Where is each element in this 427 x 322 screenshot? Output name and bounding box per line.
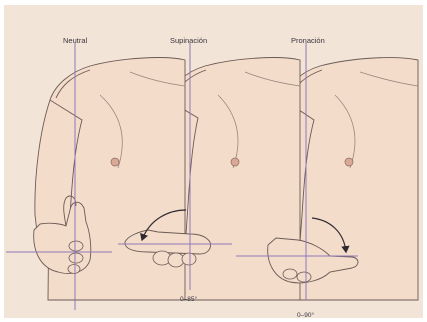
supination-range-label: 0–85° [180,297,197,304]
panel-title-neutral: Neutral [63,37,87,45]
nipple-2 [231,158,239,166]
panel-title-supination: Supinación [170,37,207,45]
pronation-range-label: 0–90° [297,313,314,320]
nipple-1 [111,158,119,166]
nipple-3 [345,158,353,166]
panel-title-pronation: Pronación [291,37,325,45]
